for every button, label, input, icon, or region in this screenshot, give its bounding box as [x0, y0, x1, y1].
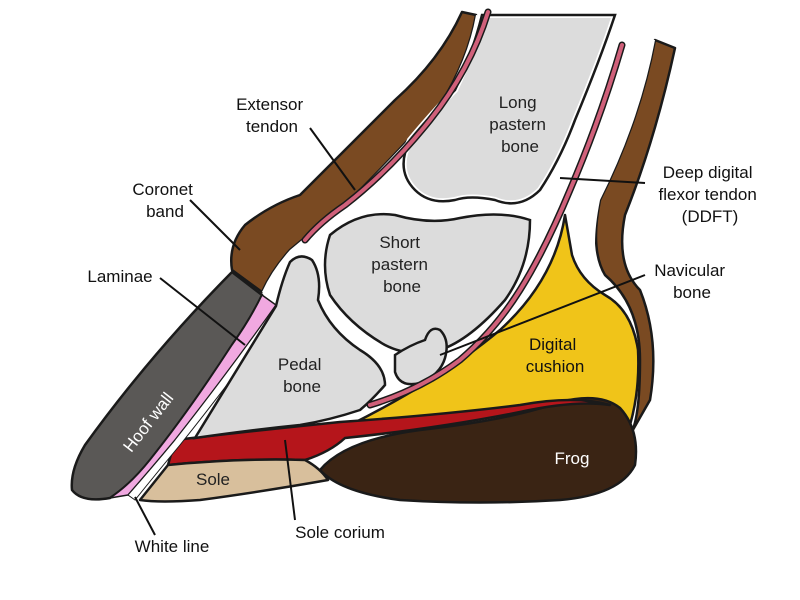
leader-coronet-band: [189, 199, 241, 251]
label-frog: Frog: [555, 449, 590, 468]
sole-shape: [138, 458, 330, 503]
navicular-bone-shape: [393, 327, 448, 386]
label-pedal-bone: Pedal bone: [278, 355, 326, 396]
leader-navicular-bone: [439, 274, 646, 356]
leader-white-line: [134, 496, 156, 536]
ddft-fill: [368, 43, 624, 407]
label-white-line: White line: [135, 537, 210, 556]
label-ddft: Deep digital flexor tendon (DDFT): [658, 163, 761, 226]
label-coronet-band: Coronet band: [132, 180, 197, 221]
label-laminae: Laminae: [87, 267, 152, 286]
label-long-pastern-bone: Long pastern bone: [489, 93, 550, 156]
label-sole-corium: Sole corium: [295, 523, 385, 542]
short-pastern-bone-shape: [323, 213, 532, 355]
label-short-pastern-bone: Short pastern bone: [371, 233, 432, 296]
leader-sole-corium: [284, 439, 296, 521]
leader-ddft: [559, 177, 646, 184]
label-navicular-bone: Navicular bone: [654, 261, 730, 302]
leader-laminae: [159, 277, 246, 346]
label-extensor-tendon: Extensor tendon: [236, 95, 308, 136]
frog-shape: [318, 396, 638, 504]
pedal-bone-shape: [192, 255, 387, 440]
label-digital-cushion: Digital cushion: [526, 335, 585, 376]
leader-extensor-tendon: [309, 127, 356, 191]
label-sole: Sole: [196, 470, 230, 489]
extensor-tendon-fill: [303, 10, 490, 242]
